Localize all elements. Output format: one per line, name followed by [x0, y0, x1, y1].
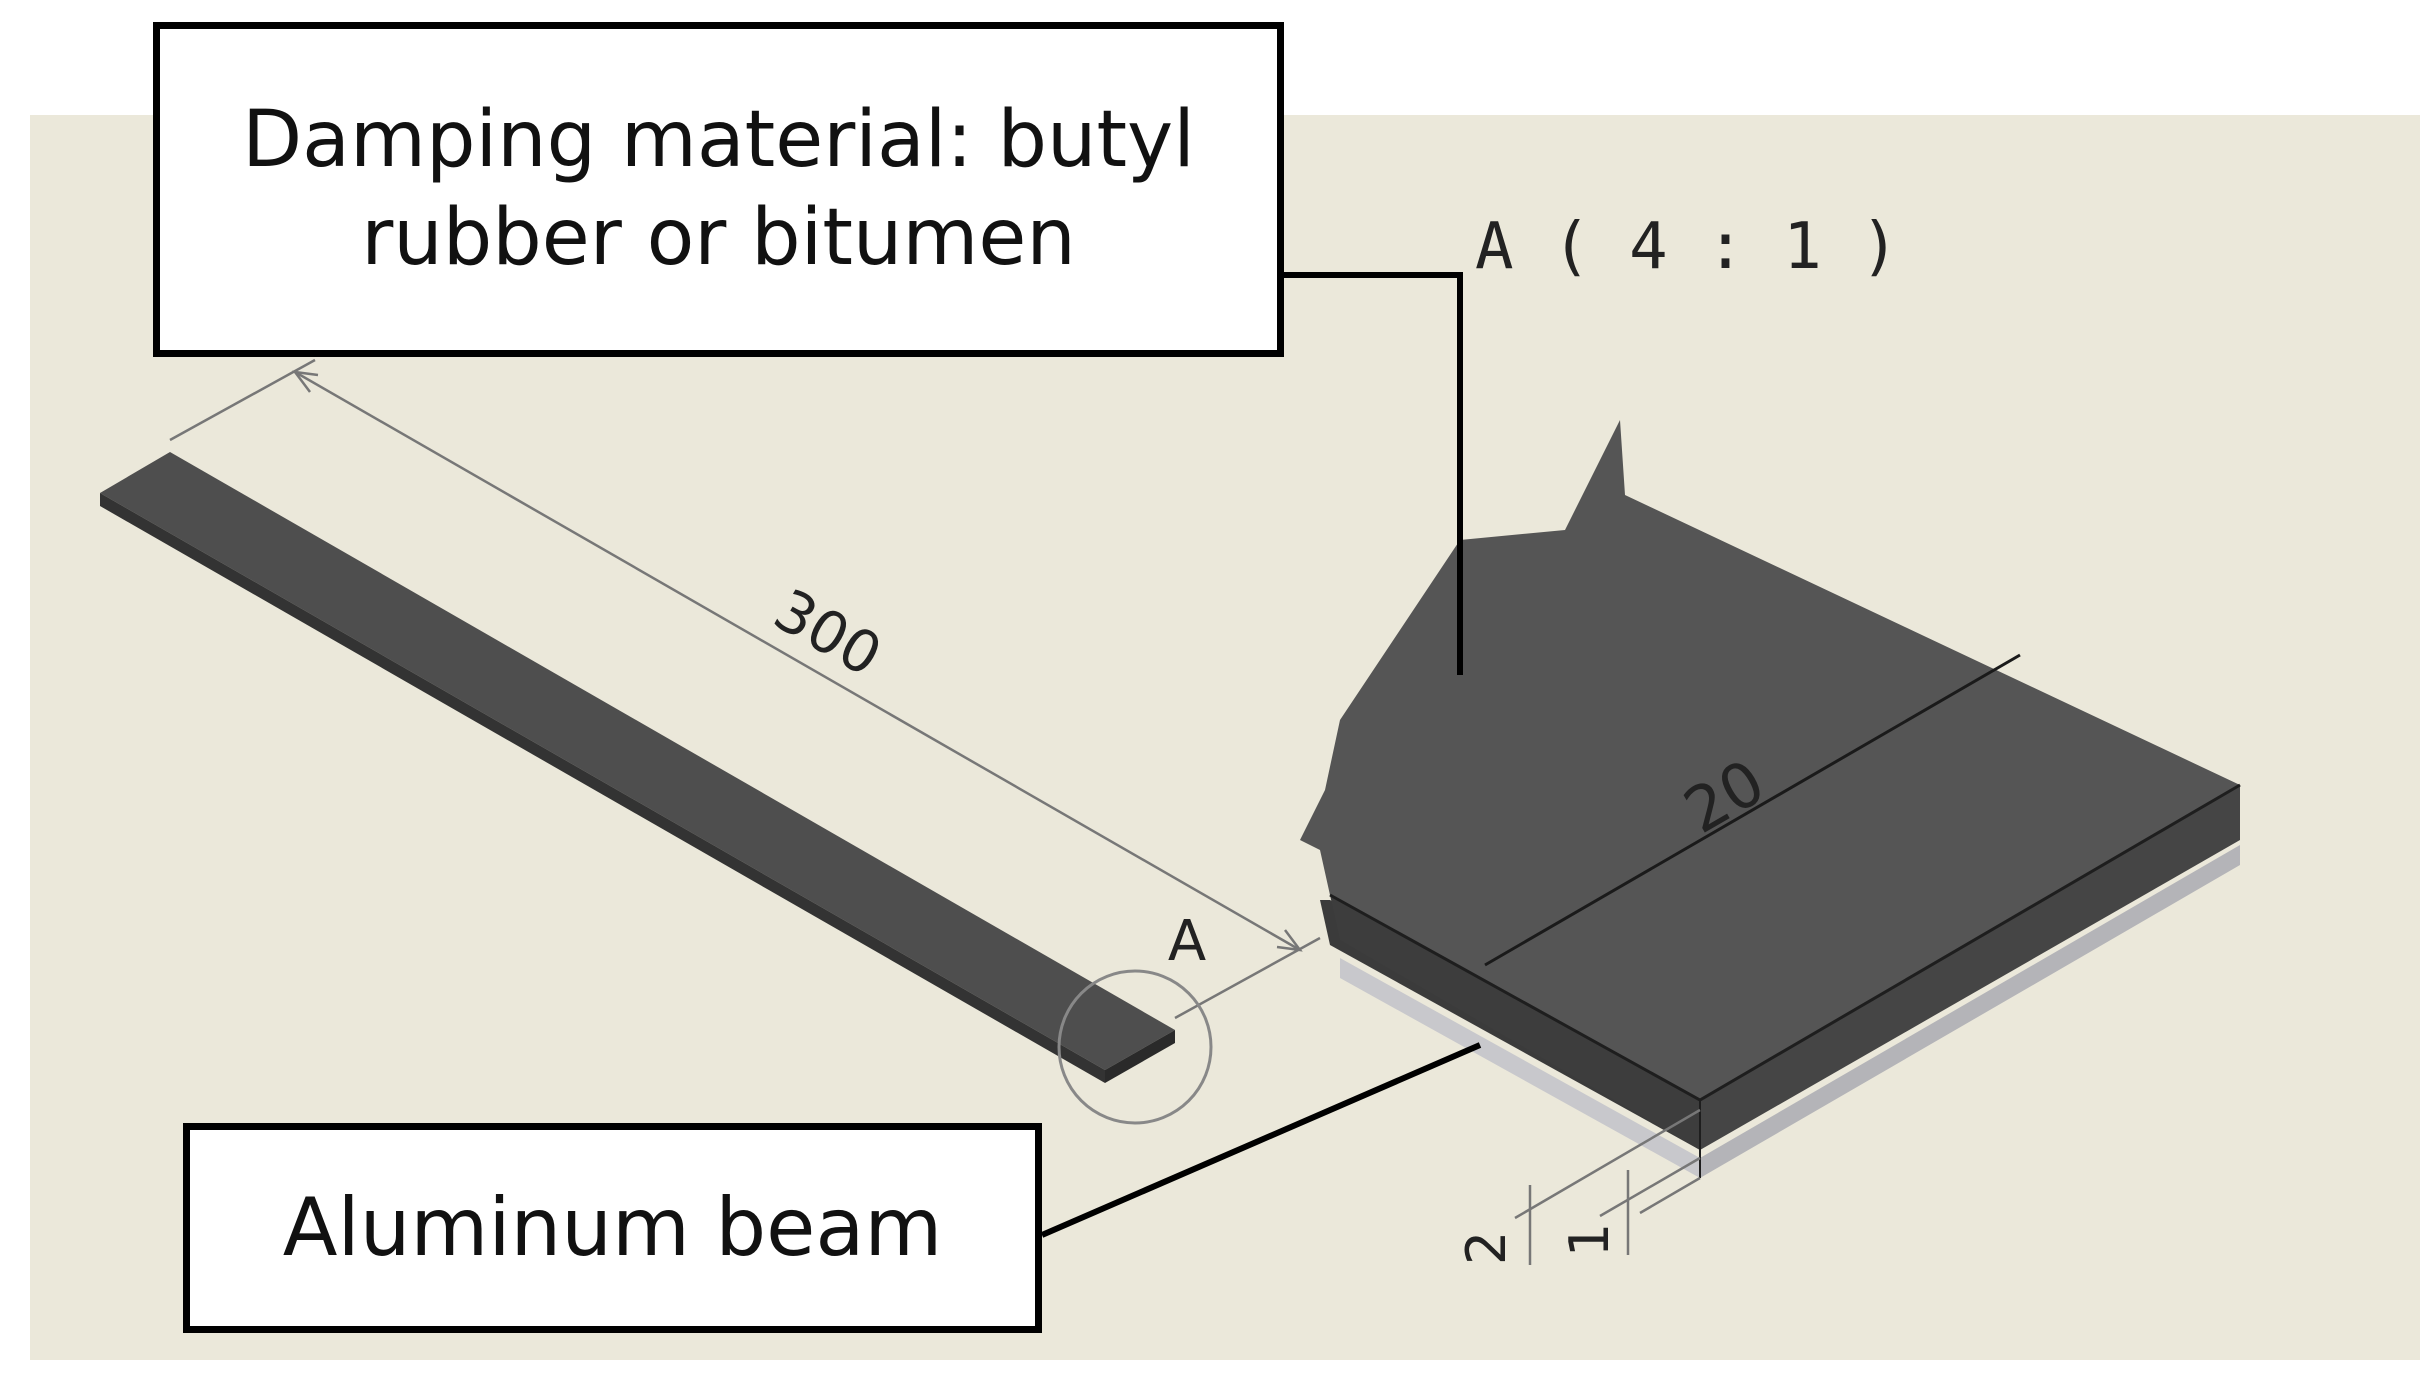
thickness-ext-2: [1599, 1156, 1701, 1218]
damping-leader-line: [1284, 272, 1463, 675]
thickness-dimensions: [1514, 1108, 1701, 1265]
damping-material-text: Damping material: butyl rubber or bitume…: [242, 95, 1195, 283]
aluminum-layer-side: [1700, 845, 2240, 1178]
beam-top-face: [100, 452, 1175, 1070]
aluminum-layer-front: [1340, 958, 1700, 1178]
aluminum-beam-callout: Aluminum beam: [183, 1123, 1042, 1333]
aluminum-thickness-label: 1: [1558, 1223, 1621, 1257]
damping-layer-side: [1700, 785, 2240, 1150]
aluminum-leader-line: [1040, 1042, 1482, 1238]
full-beam: [100, 452, 1175, 1083]
beam-length-dimension: [169, 358, 1321, 1020]
width-dimension-line: [1484, 653, 2021, 967]
beam-side-face: [100, 493, 1105, 1083]
damping-material-callout: Damping material: butyl rubber or bitume…: [153, 22, 1284, 357]
thickness-ext-3: [1639, 1176, 1701, 1215]
arrow-start: [292, 370, 319, 393]
detail-circle: [1057, 969, 1213, 1125]
thickness-ext-1: [1514, 1108, 1701, 1220]
detail-view: [1300, 420, 2241, 1178]
damping-layer-front-main: [1330, 895, 1700, 1150]
detail-marker-label: A: [1168, 909, 1206, 974]
damping-layer-top: [1300, 420, 2240, 1100]
dimension-line: [294, 370, 1301, 952]
arrow-end: [1276, 929, 1303, 952]
detail-view-label: A ( 4 : 1 ): [1475, 210, 1899, 284]
aluminum-beam-text: Aluminum beam: [282, 1181, 943, 1274]
extension-line-start: [169, 358, 316, 442]
beam-end-face: [1105, 1030, 1175, 1083]
damping-thickness-label: 2: [1455, 1231, 1518, 1265]
